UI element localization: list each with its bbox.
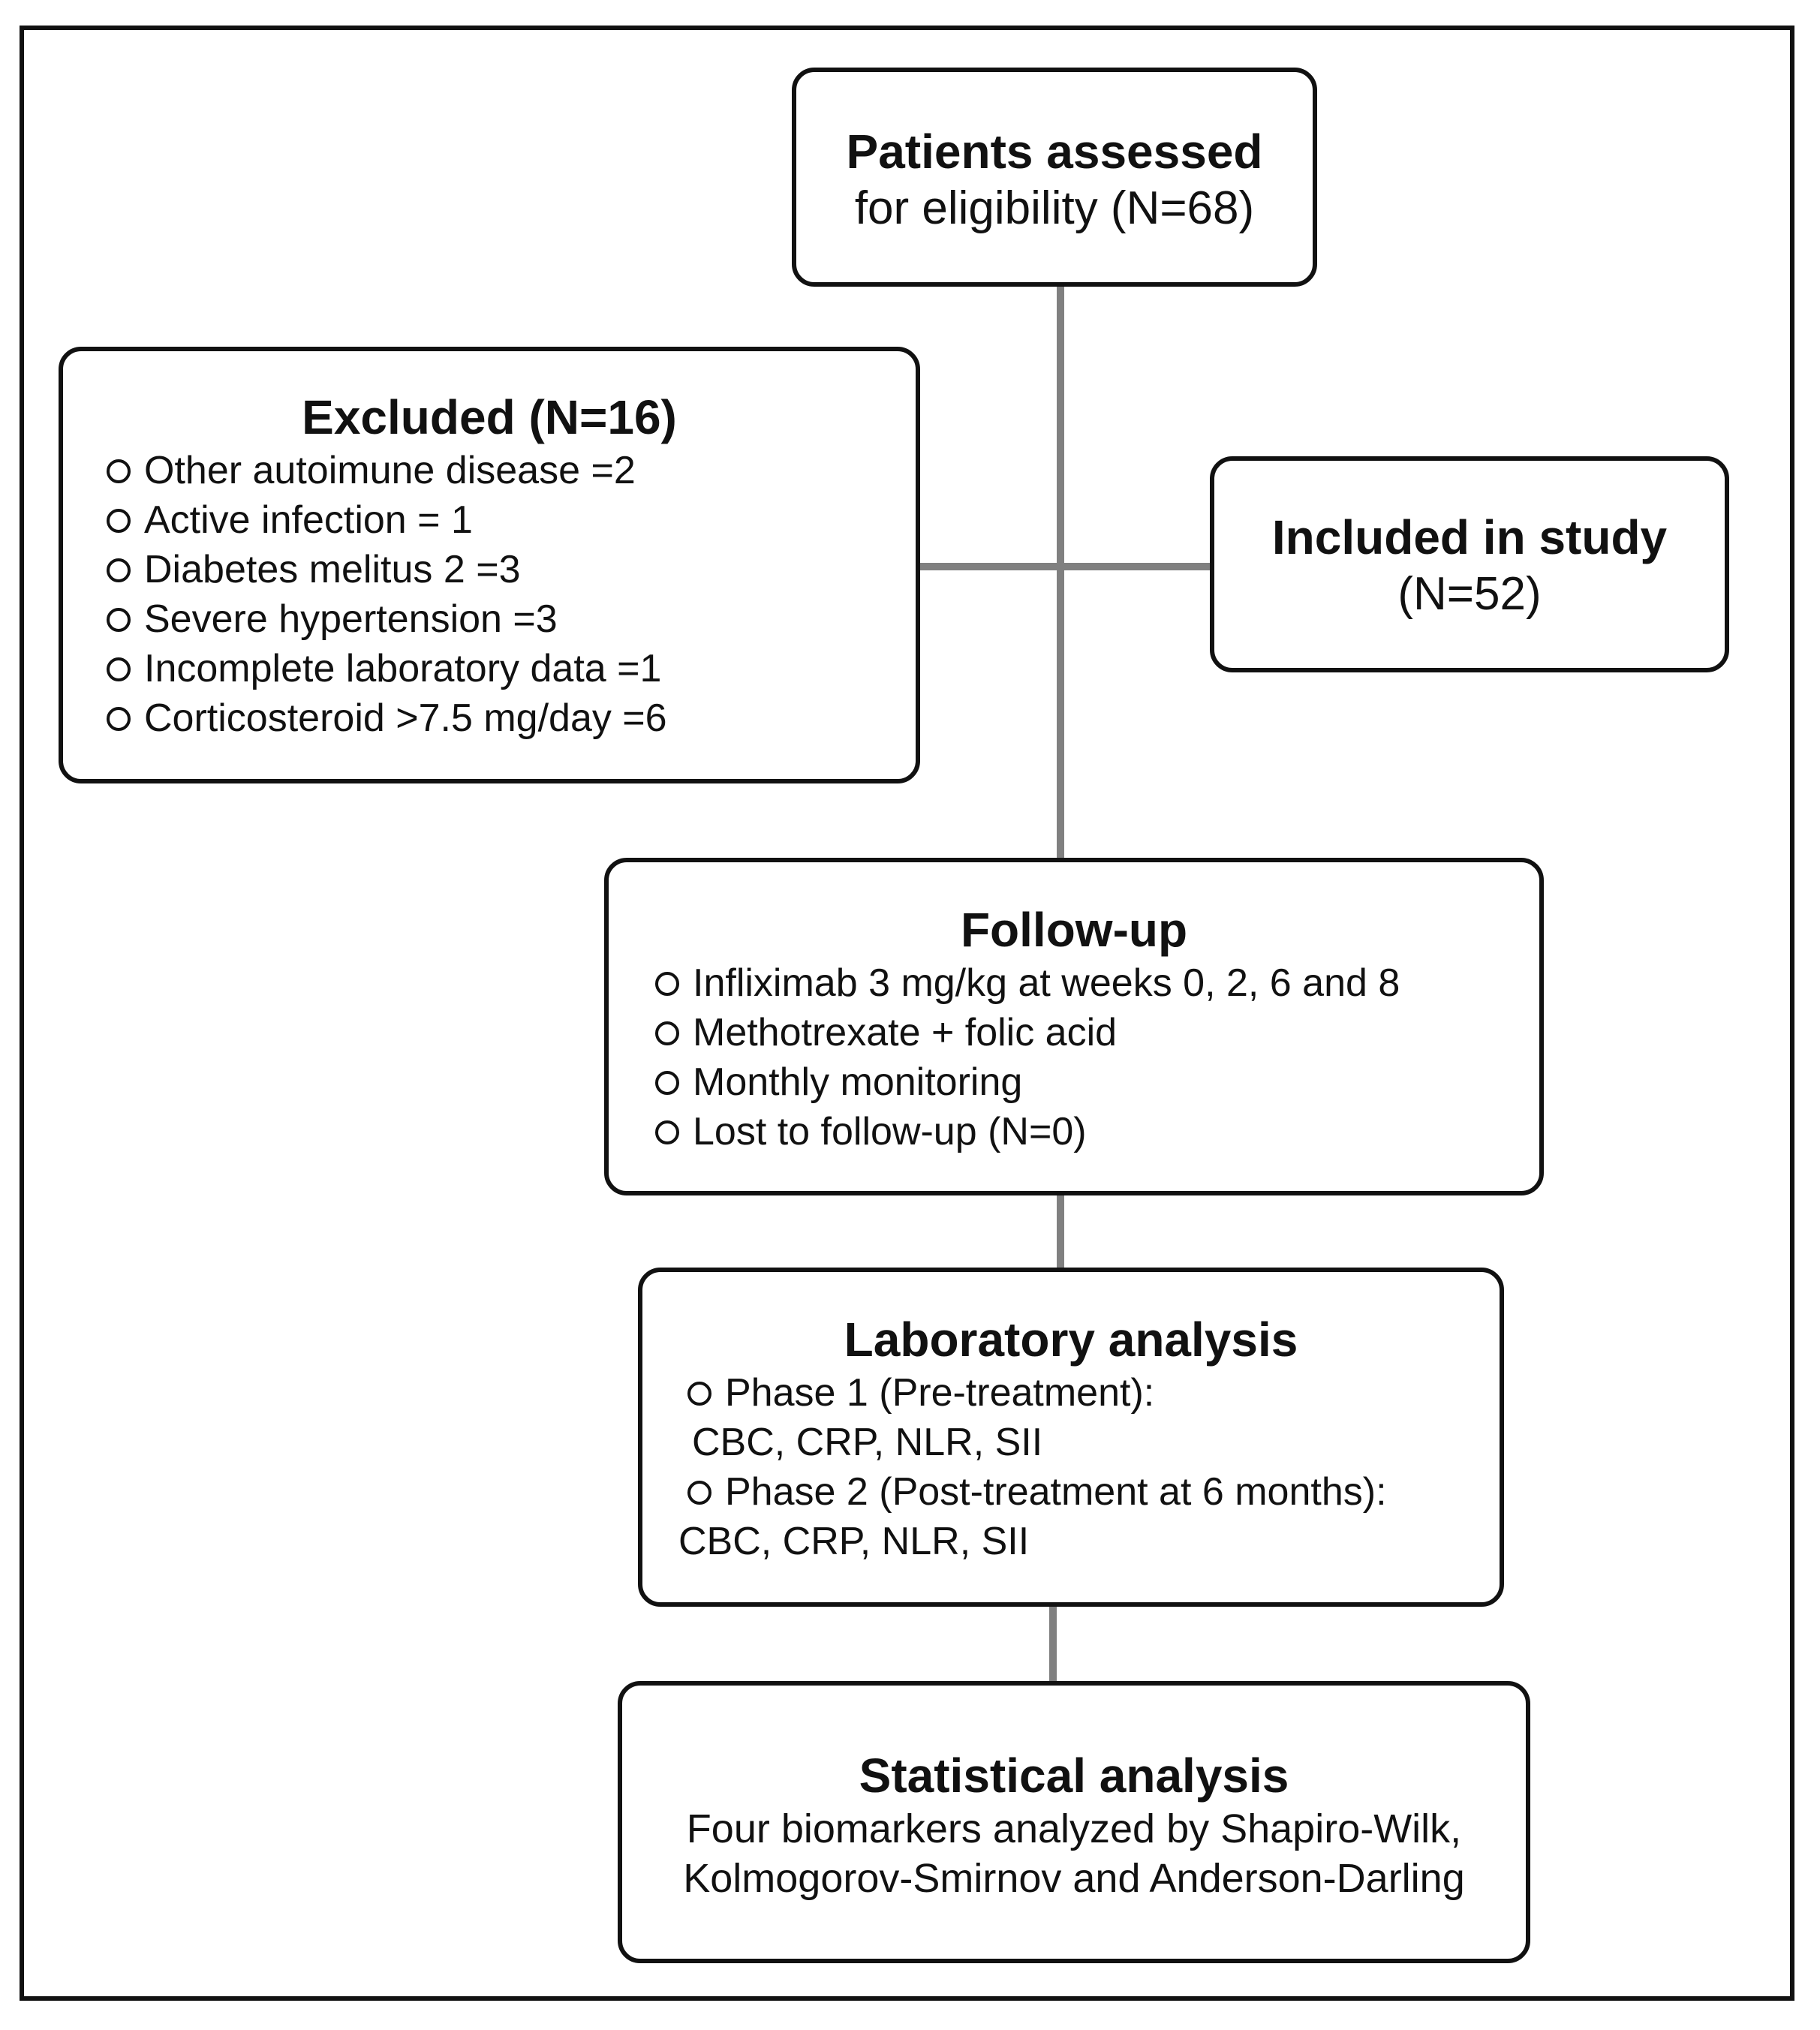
excluded-reasons-list: Other autoimune disease =2 Active infect… xyxy=(107,446,916,743)
excluded-reason: Diabetes melitus 2 =3 xyxy=(107,545,916,594)
phase1-detail: CBC, CRP, NLR, SII xyxy=(692,1421,1043,1464)
included-count: (N=52) xyxy=(1397,568,1542,620)
excluded-title: Excluded (N=16) xyxy=(302,390,677,444)
statistical-line-2: Kolmogorov-Smirnov and Anderson-Darling xyxy=(683,1856,1465,1901)
followup-title: Follow-up xyxy=(960,903,1188,957)
followup-item: Monthly monitoring xyxy=(655,1057,1539,1107)
figure-frame xyxy=(20,26,1794,2001)
laboratory-title: Laboratory analysis xyxy=(844,1313,1298,1367)
circle-bullet-icon xyxy=(107,608,131,633)
followup-item: Infliximab 3 mg/kg at weeks 0, 2, 6 and … xyxy=(655,958,1539,1008)
followup-item: Lost to follow-up (N=0) xyxy=(655,1107,1539,1156)
assessed-count: for eligibility (N=68) xyxy=(854,182,1255,234)
excluded-reason: Other autoimune disease =2 xyxy=(107,446,916,495)
circle-bullet-icon xyxy=(655,972,679,997)
circle-bullet-icon xyxy=(687,1382,711,1406)
circle-bullet-icon xyxy=(655,1021,679,1046)
circle-bullet-icon xyxy=(107,459,131,484)
followup-item: Methotrexate + folic acid xyxy=(655,1008,1539,1057)
excluded-box: Excluded (N=16) Other autoimune disease … xyxy=(59,347,920,783)
circle-bullet-icon xyxy=(687,1481,711,1505)
phase2-detail: CBC, CRP, NLR, SII xyxy=(678,1520,1030,1563)
statistical-box: Statistical analysis Four biomarkers ana… xyxy=(618,1681,1530,1963)
excluded-reason: Corticosteroid >7.5 mg/day =6 xyxy=(107,693,916,743)
followup-list: Infliximab 3 mg/kg at weeks 0, 2, 6 and … xyxy=(655,958,1539,1156)
phase2-label: Phase 2 (Post-treatment at 6 months): xyxy=(687,1467,1500,1517)
statistical-title: Statistical analysis xyxy=(859,1749,1289,1803)
assessed-title: Patients assessed xyxy=(846,125,1263,179)
excluded-reason: Active infection = 1 xyxy=(107,495,916,545)
excluded-reason: Severe hypertension =3 xyxy=(107,594,916,644)
assessed-box: Patients assessed for eligibility (N=68) xyxy=(792,68,1317,287)
circle-bullet-icon xyxy=(655,1120,679,1145)
laboratory-box: Laboratory analysis Phase 1 (Pre-treatme… xyxy=(638,1268,1504,1607)
phase1-label: Phase 1 (Pre-treatment): xyxy=(687,1368,1500,1418)
circle-bullet-icon xyxy=(107,509,131,534)
statistical-line-1: Four biomarkers analyzed by Shapiro-Wilk… xyxy=(686,1806,1462,1851)
circle-bullet-icon xyxy=(107,558,131,583)
included-box: Included in study (N=52) xyxy=(1210,456,1729,672)
included-title: Included in study xyxy=(1271,510,1668,564)
followup-box: Follow-up Infliximab 3 mg/kg at weeks 0,… xyxy=(604,858,1544,1195)
circle-bullet-icon xyxy=(655,1071,679,1096)
circle-bullet-icon xyxy=(107,707,131,732)
excluded-reason: Incomplete laboratory data =1 xyxy=(107,644,916,693)
circle-bullet-icon xyxy=(107,657,131,682)
